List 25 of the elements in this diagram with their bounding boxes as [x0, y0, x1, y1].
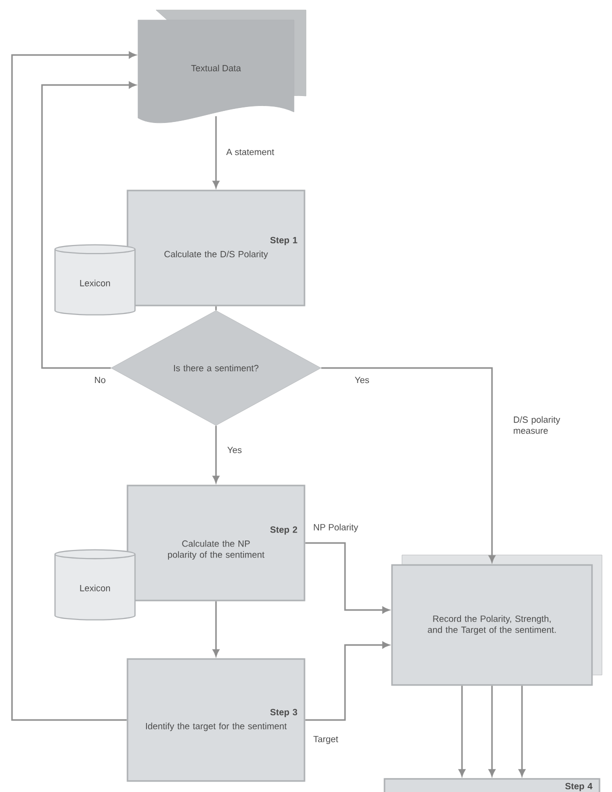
- edge-label: NP Polarity: [312, 522, 360, 534]
- arrow: [488, 686, 496, 776]
- process-box: Step 3 Identify the target for the sentiment: [126, 658, 306, 782]
- arrow: [41, 82, 136, 369]
- edge-label: Yes: [354, 376, 370, 384]
- edge-label: No: [93, 376, 107, 384]
- stacked-box: Record the Polarity, Strength, and the Target of the sentiment.: [391, 554, 602, 686]
- arrow: [11, 52, 136, 721]
- arrow: [212, 426, 220, 483]
- process-box: Step 4: [384, 778, 600, 792]
- database-cylinder: Lexicon: [54, 244, 136, 316]
- arrow: [212, 601, 220, 656]
- arrow: [458, 686, 466, 776]
- arrow: [212, 116, 220, 188]
- edge-label: Target: [312, 734, 340, 746]
- arrow: [305, 642, 390, 721]
- annotation-text: D/S polarity measure: [512, 415, 566, 435]
- database-cylinder: Lexicon: [54, 549, 136, 620]
- arrow: [321, 367, 496, 562]
- edge-label: A statement: [225, 148, 276, 156]
- arrow: [305, 542, 390, 614]
- process-box: Step 1 Calculate the D/S Polarity: [126, 190, 306, 306]
- arrow: [518, 686, 526, 776]
- edge-label: Yes: [226, 446, 243, 454]
- process-box: Step 2 Calculate the NP polarity of the sentiment: [126, 484, 306, 602]
